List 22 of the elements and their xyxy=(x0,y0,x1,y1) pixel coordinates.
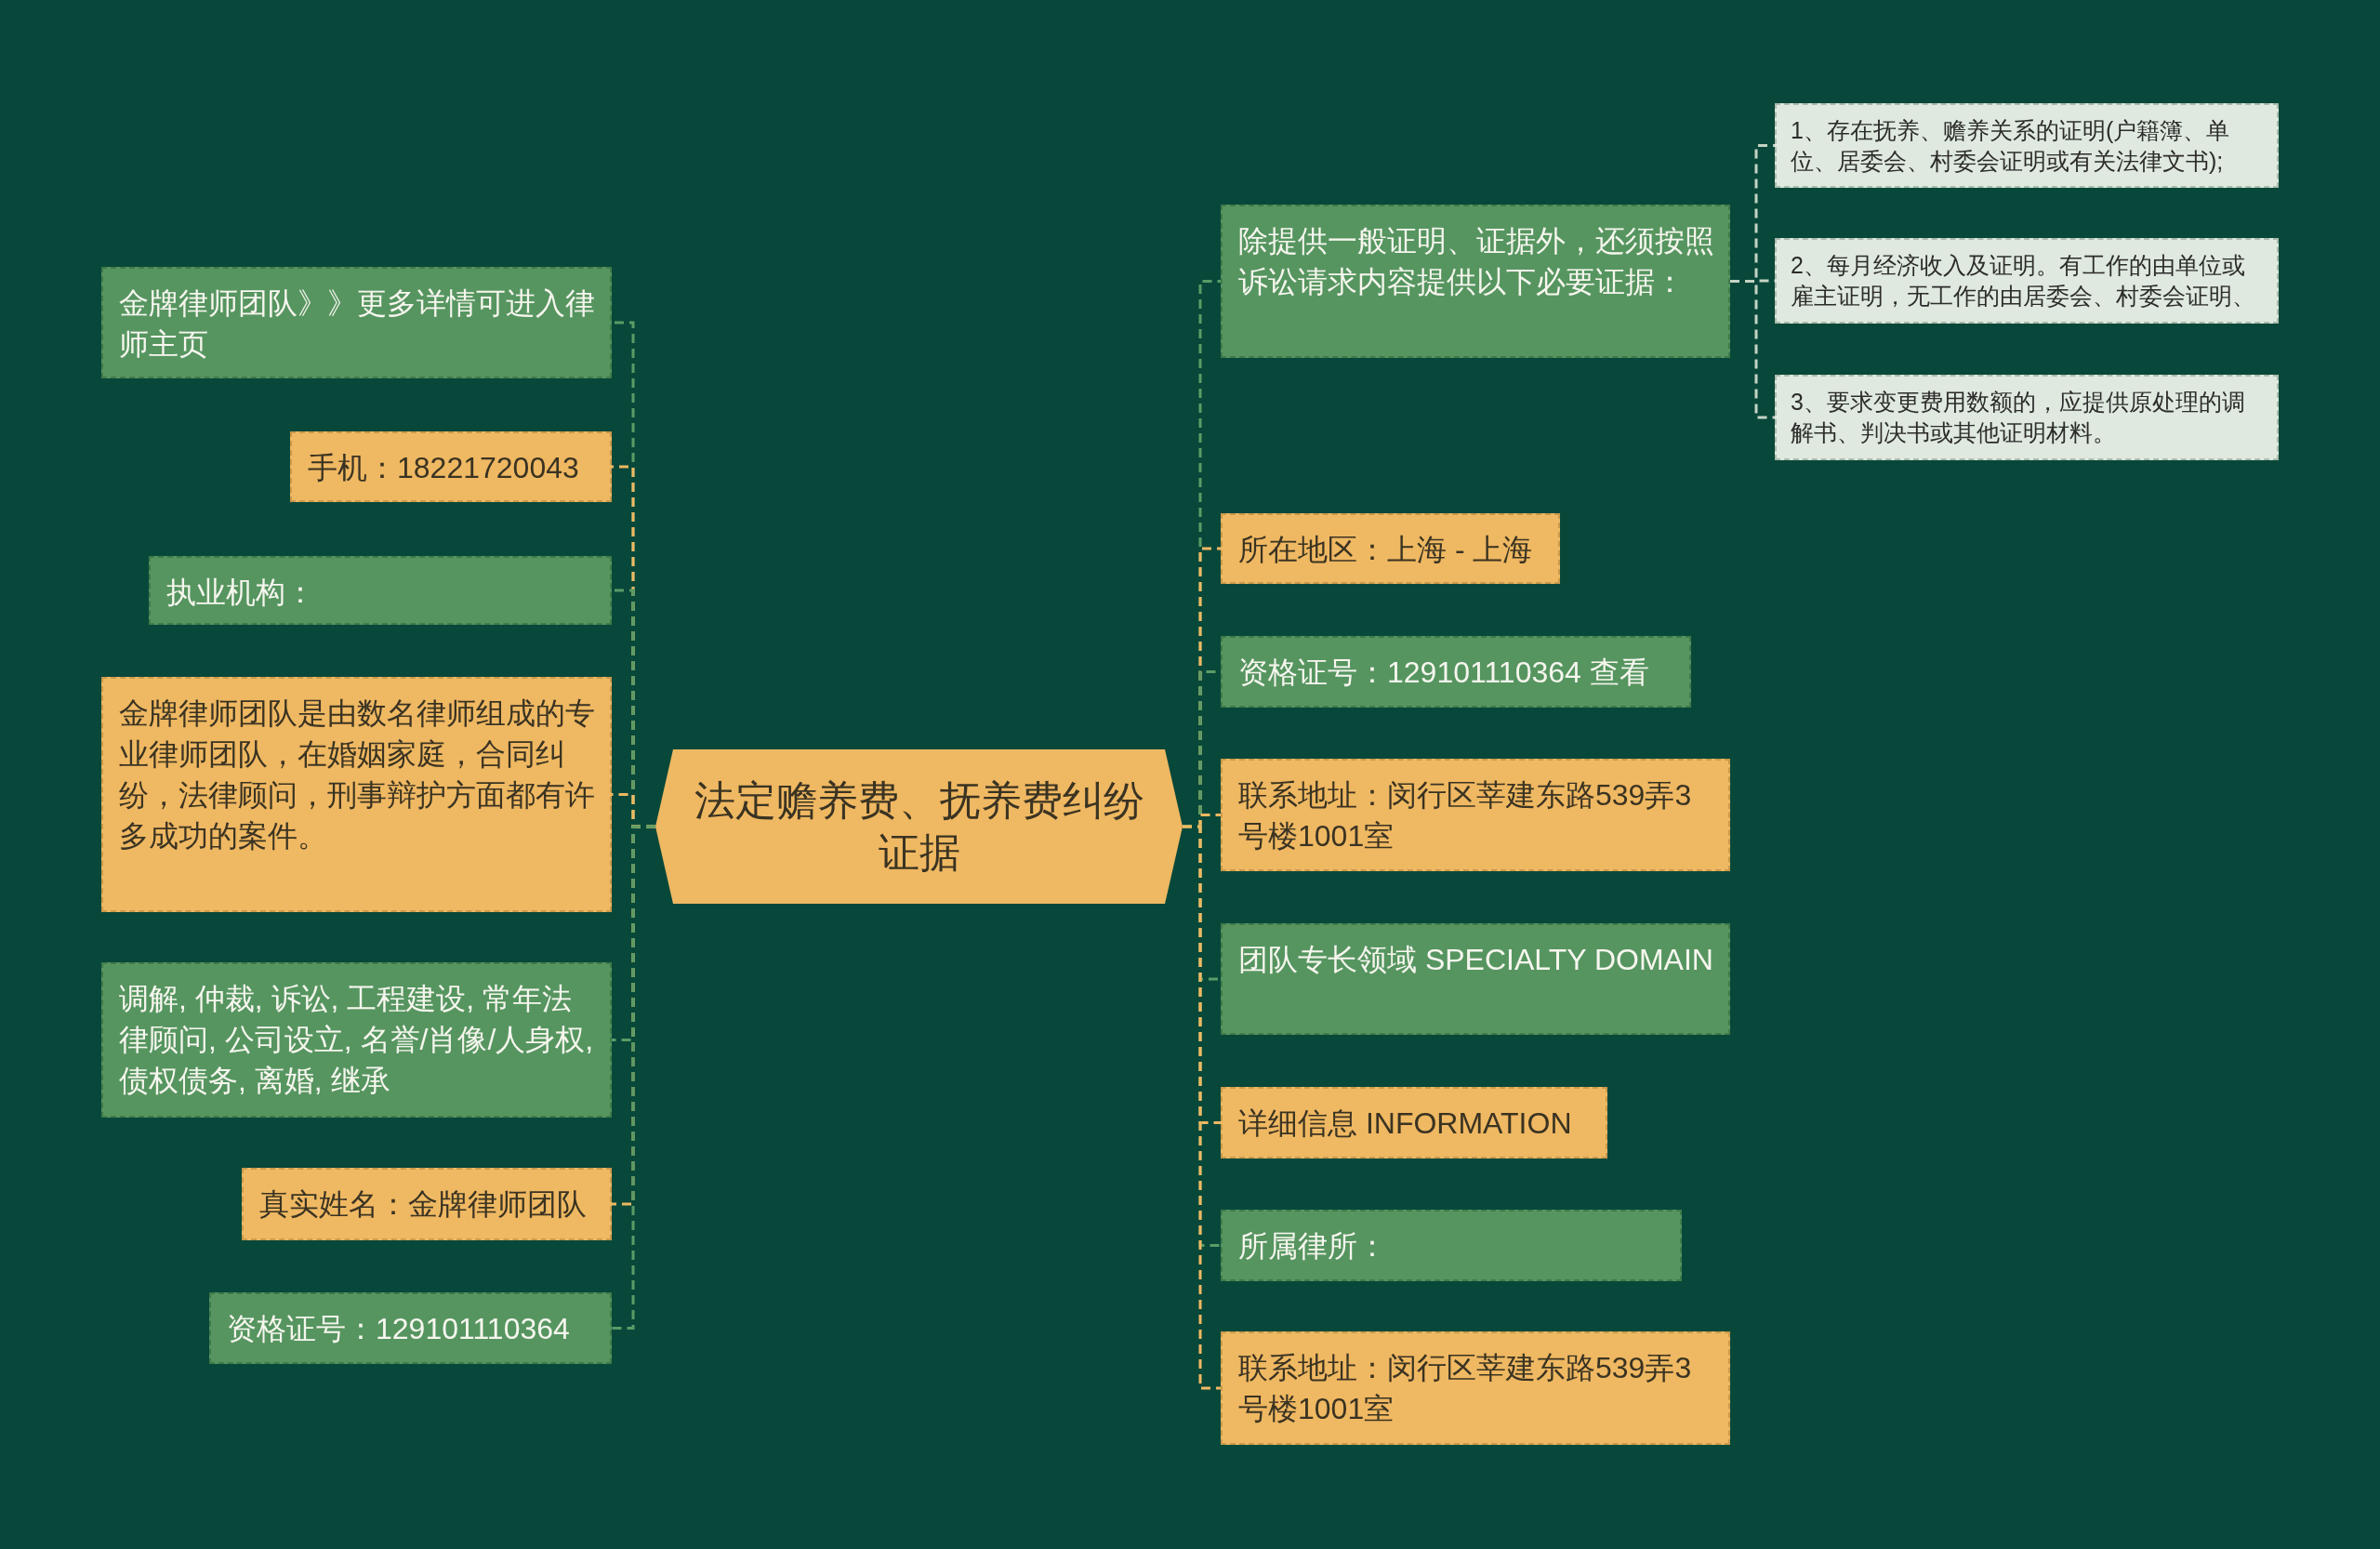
note-box: 手机：18221720043 xyxy=(290,431,612,502)
note-box: 真实姓名：金牌律师团队 xyxy=(242,1168,612,1240)
note-box: 金牌律师团队是由数名律师组成的专业律师团队，在婚姻家庭，合同纠纷，法律顾问，刑事辩护方面都有许多成功的案件。 xyxy=(101,677,612,912)
topic-hexagon: 法定赡养费、抚养费纠纷证据 xyxy=(655,749,1183,904)
note-box: 详细信息 INFORMATION xyxy=(1221,1087,1607,1158)
connector-line xyxy=(1183,825,1221,1390)
connector-line xyxy=(1730,280,1775,419)
note-box: 除提供一般证明、证据外，还须按照诉讼请求内容提供以下必要证据： xyxy=(1221,205,1730,358)
note-box: 资格证号：129101110364 xyxy=(209,1292,612,1364)
note-box: 1、存在抚养、赡养关系的证明(户籍簿、单位、居委会、村委会证明或有关法律文书); xyxy=(1775,103,2279,188)
note-box: 3、要求变更费用数额的，应提供原处理的调解书、判决书或其他证明材料。 xyxy=(1775,375,2279,460)
note-box: 团队专长领域 SPECIALTY DOMAIN xyxy=(1221,923,1730,1035)
connector-line xyxy=(612,825,655,1330)
note-box: 所在地区：上海 - 上海 xyxy=(1221,513,1560,584)
note-box: 资格证号：129101110364 查看 xyxy=(1221,636,1691,708)
note-box: 金牌律师团队》》更多详情可进入律师主页 xyxy=(101,267,612,378)
note-box: 联系地址：闵行区莘建东路539弄3号楼1001室 xyxy=(1221,1331,1730,1445)
note-box: 执业机构： xyxy=(149,556,612,625)
note-box: 调解, 仲裁, 诉讼, 工程建设, 常年法律顾问, 公司设立, 名誉/肖像/人身权, 债权债务, 离婚, 继承 xyxy=(101,962,612,1118)
note-box: 联系地址：闵行区莘建东路539弄3号楼1001室 xyxy=(1221,759,1730,871)
note-box: 所属律所： xyxy=(1221,1210,1682,1281)
note-box: 2、每月经济收入及证明。有工作的由单位或雇主证明，无工作的由居委会、村委会证明、 xyxy=(1775,238,2279,324)
